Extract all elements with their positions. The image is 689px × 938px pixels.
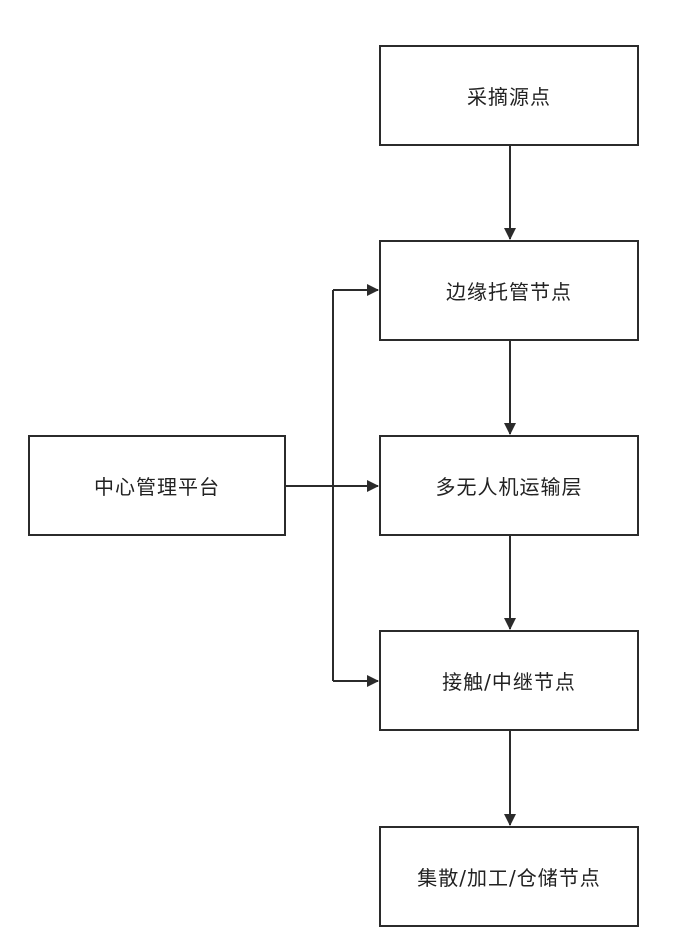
node-harvest-source: 采摘源点 [379,45,639,146]
node-harvest-source-label: 采摘源点 [467,81,551,110]
node-multi-uav-transport: 多无人机运输层 [379,435,639,536]
node-contact-relay-label: 接触/中继节点 [442,666,576,695]
node-central-platform-label: 中心管理平台 [94,471,220,500]
node-hub-processing-storage-label: 集散/加工/仓储节点 [417,862,600,891]
node-edge-hosting: 边缘托管节点 [379,240,639,341]
node-contact-relay: 接触/中继节点 [379,630,639,731]
node-multi-uav-transport-label: 多无人机运输层 [436,471,583,500]
node-edge-hosting-label: 边缘托管节点 [446,276,572,305]
node-hub-processing-storage: 集散/加工/仓储节点 [379,826,639,927]
node-central-platform: 中心管理平台 [28,435,286,536]
